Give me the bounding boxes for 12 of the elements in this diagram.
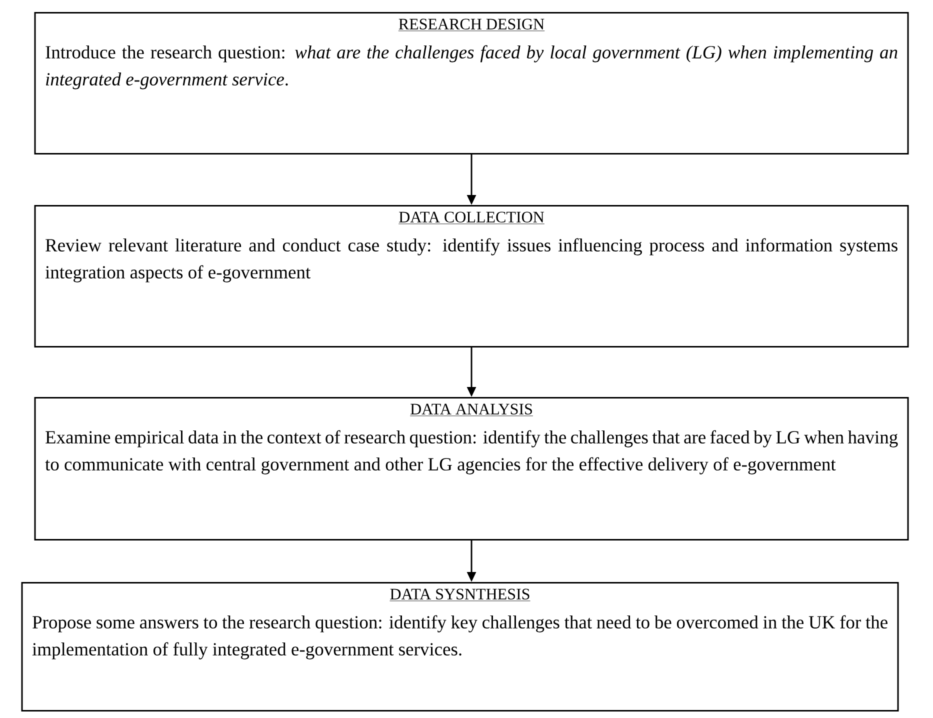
process-box [34, 205, 909, 348]
heading: DATA SYSNTHESIS [390, 588, 530, 602]
heading: DATA COLLECTION [398, 212, 545, 224]
description: Examine empirical data in the context of research question: identify the challenges that are faced by LG when having to communicate with central government and other LG agencies for the effective delivery of e-government [45, 430, 898, 474]
heading: RESEARCH DESIGN [398, 18, 545, 32]
process-box [21, 582, 899, 712]
heading: DATA ANALYSIS [410, 404, 534, 416]
process-box [34, 397, 909, 540]
description: Introduce the research question: what are the challenges faced by local government (LG) when implementing an integrated e-government service. [46, 45, 898, 90]
description: Review relevant literature and conduct case study: identify issues influencing process and information systems integration aspects of e-government [45, 238, 898, 282]
process-box [34, 12, 909, 154]
description: Propose some answers to the research question: identify key challenges that need to be overcomed in the UK for the implementation of fully integrated e-government services. [32, 615, 888, 660]
